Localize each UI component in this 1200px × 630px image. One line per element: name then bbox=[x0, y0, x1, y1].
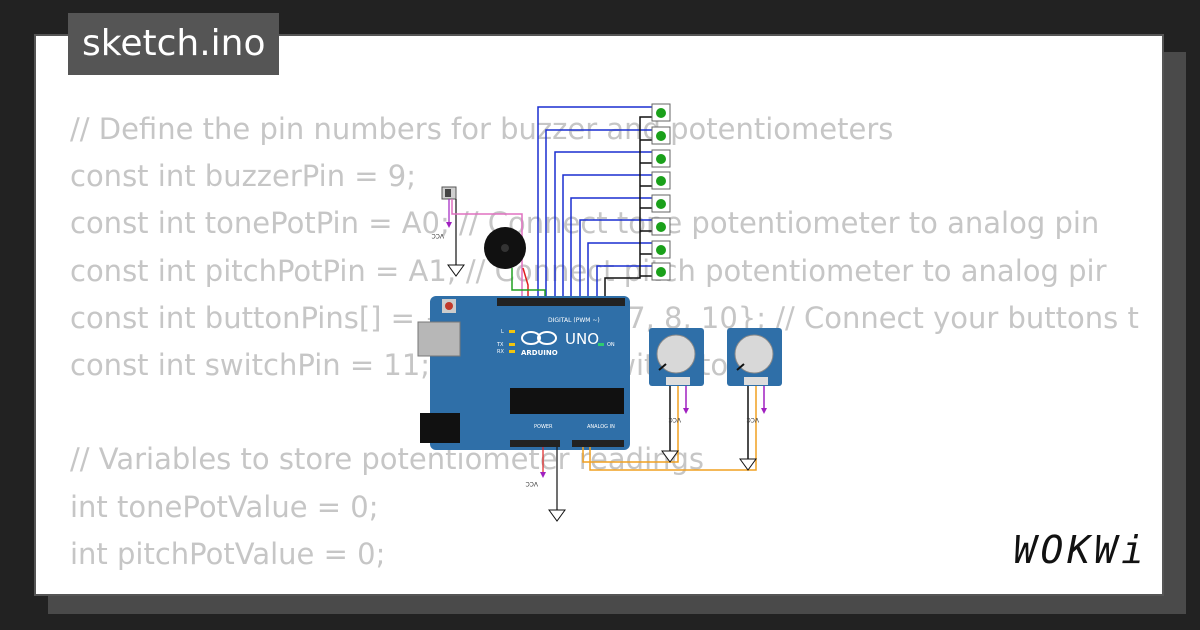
board-brand: ARDUINO bbox=[521, 349, 558, 357]
vcc-label: VCC bbox=[669, 416, 681, 423]
wokwi-logo: WOKWi bbox=[1013, 528, 1148, 572]
slide-switch[interactable]: VCC bbox=[432, 186, 523, 300]
ground-icon bbox=[661, 450, 679, 463]
ground-icon bbox=[739, 458, 757, 471]
analog-header bbox=[572, 440, 624, 447]
file-title-tab: sketch.ino bbox=[68, 13, 280, 75]
pushbutton[interactable] bbox=[651, 194, 671, 213]
button-ground-wires bbox=[604, 116, 652, 300]
arduino-uno-board: DIGITAL (PWM ~) UNO ARDUINO ON L TX RX P… bbox=[417, 296, 630, 450]
power-label: POWER bbox=[534, 424, 553, 430]
pitch-potentiometer[interactable] bbox=[727, 328, 782, 386]
pushbutton[interactable] bbox=[651, 171, 671, 190]
led-label-tx: TX bbox=[496, 342, 504, 348]
power-header bbox=[510, 440, 560, 447]
board-name: UNO bbox=[565, 330, 599, 348]
pushbutton[interactable] bbox=[651, 262, 671, 281]
pushbutton[interactable] bbox=[651, 217, 671, 236]
arduino-logo-icon bbox=[521, 331, 557, 345]
code-line: const int buzzerPin = 9; bbox=[70, 159, 417, 194]
pot-wires bbox=[582, 386, 765, 471]
analog-label: ANALOG IN bbox=[587, 424, 615, 430]
code-line: int pitchPotValue = 0; bbox=[70, 536, 386, 571]
chip bbox=[510, 388, 624, 414]
led-label-l: L bbox=[501, 329, 504, 335]
ground-icon bbox=[548, 509, 566, 522]
vcc-label: VCC bbox=[526, 480, 538, 487]
digital-label: DIGITAL (PWM ~) bbox=[548, 317, 600, 324]
button-wires bbox=[537, 106, 652, 300]
vcc-label: VCC bbox=[747, 416, 759, 423]
vcc-label: VCC bbox=[432, 232, 444, 239]
on-label: ON bbox=[607, 342, 615, 348]
pushbutton[interactable] bbox=[651, 240, 671, 259]
code-line: int tonePotValue = 0; bbox=[70, 489, 379, 524]
pushbuttons bbox=[651, 103, 671, 281]
pushbutton[interactable] bbox=[651, 126, 671, 145]
usb-port bbox=[417, 321, 461, 357]
pushbutton[interactable] bbox=[651, 149, 671, 168]
board-ground: VCC bbox=[526, 447, 566, 522]
buzzer bbox=[484, 227, 546, 300]
ground-icon bbox=[447, 264, 465, 277]
reset-button[interactable] bbox=[445, 302, 453, 310]
code-line: const int tonePotPin = A0; // Connect to… bbox=[70, 206, 1100, 241]
power-jack bbox=[420, 413, 460, 443]
digital-header bbox=[497, 298, 625, 306]
code-line: // Define the pin numbers for buzzer and… bbox=[70, 112, 894, 146]
pushbutton[interactable] bbox=[651, 103, 671, 122]
tone-potentiometer[interactable] bbox=[649, 328, 704, 386]
led-label-rx: RX bbox=[497, 349, 504, 355]
